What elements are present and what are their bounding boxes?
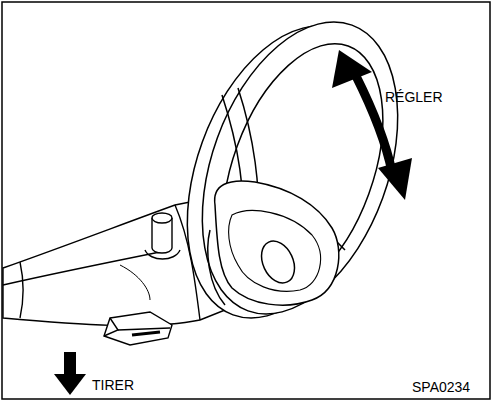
steering-wheel [150,0,434,345]
adjust-label: RÉGLER [385,90,443,105]
adjust-arrow [332,50,412,200]
figure-code: SPA0234 [412,380,470,395]
pull-label: TIRER [92,378,134,393]
column-knob [145,213,180,259]
pull-arrow [54,352,86,395]
tilt-lever [104,312,172,345]
